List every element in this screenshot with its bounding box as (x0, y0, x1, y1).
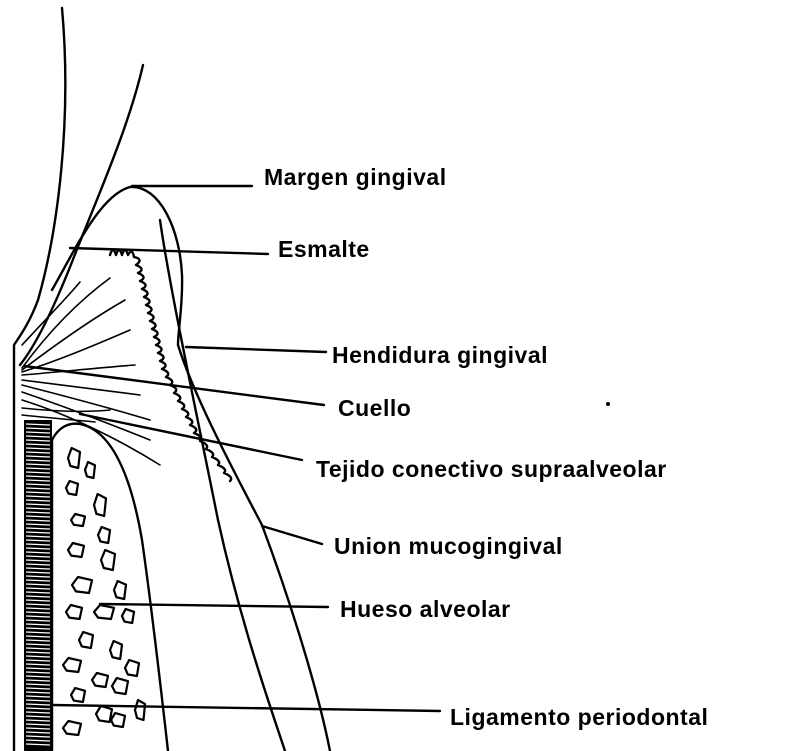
bone-marrow-space (68, 448, 80, 468)
bone-marrow-spaces (63, 448, 145, 735)
bone-marrow-space (125, 660, 139, 676)
bone-marrow-space (85, 462, 95, 478)
gingiva-outer-surface (20, 65, 143, 365)
alveolar-bone-outline (52, 424, 168, 751)
bone-marrow-space (94, 494, 106, 516)
bone-marrow-space (114, 581, 126, 599)
bone-marrow-space (122, 609, 134, 623)
bone-marrow-space (96, 706, 112, 722)
bone-marrow-space (110, 641, 122, 659)
bone-marrow-space (98, 527, 110, 543)
bone-marrow-space (92, 673, 108, 687)
bone-marrow-space (112, 678, 128, 694)
label-cuello: Cuello (338, 397, 411, 420)
bone-marrow-space (111, 713, 125, 727)
label-tejido-conectivo-supraalveolar: Tejido conectivo supraalveolar (316, 458, 667, 481)
bone-marrow-space (66, 605, 82, 619)
label-hueso-alveolar: Hueso alveolar (340, 598, 511, 621)
bone-marrow-space (72, 577, 92, 593)
stray-dot (606, 402, 610, 406)
bone-marrow-space (94, 605, 114, 619)
bone-marrow-space (101, 550, 115, 570)
bone-marrow-space (66, 481, 78, 495)
label-hendidura-gingival: Hendidura gingival (332, 344, 548, 367)
bone-marrow-space (68, 543, 84, 557)
label-union-mucogingival: Union mucogingival (334, 535, 563, 558)
bone-marrow-space (63, 721, 81, 735)
bone-marrow-space (135, 700, 145, 720)
label-esmalte: Esmalte (278, 238, 370, 261)
bone-marrow-space (63, 658, 81, 672)
bone-marrow-space (79, 632, 93, 648)
bone-marrow-space (71, 688, 85, 702)
gingiva-inner-line (160, 220, 285, 751)
label-margen-gingival: Margen gingival (264, 166, 447, 189)
bone-marrow-space (71, 514, 85, 526)
label-ligamento-periodontal: Ligamento periodontal (450, 706, 708, 729)
